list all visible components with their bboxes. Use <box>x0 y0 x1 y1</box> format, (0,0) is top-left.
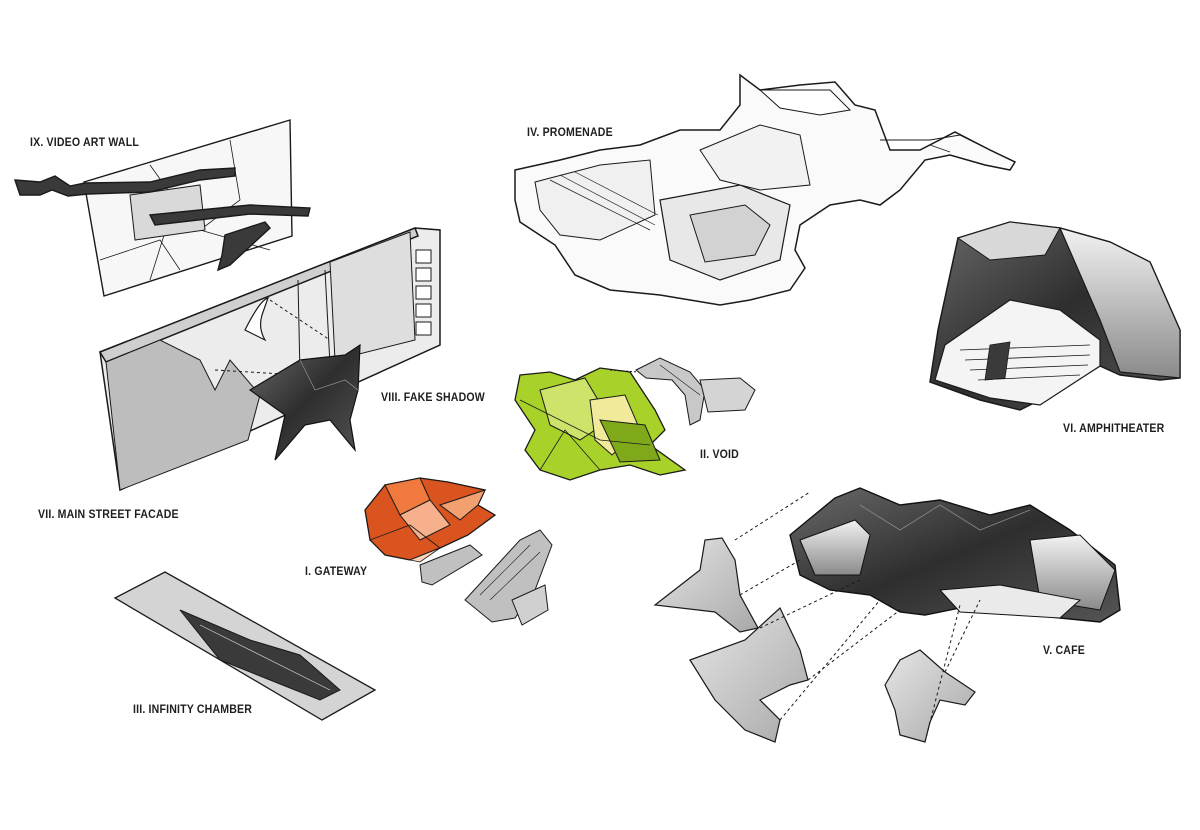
label-promenade: IV. PROMENADE <box>527 125 613 139</box>
label-gateway: I. GATEWAY <box>305 564 368 578</box>
label-amphitheater: VI. AMPHITHEATER <box>1063 421 1165 435</box>
void-drawing <box>514 367 687 481</box>
fake-shadow-drawing <box>248 343 361 461</box>
video-art-wall-drawing <box>14 119 311 297</box>
label-video-art-wall: IX. VIDEO ART WALL <box>30 135 139 149</box>
label-main-street-facade: VII. MAIN STREET FACADE <box>38 507 179 521</box>
label-void: II. VOID <box>700 447 739 461</box>
infinity-chamber-drawing <box>113 571 377 721</box>
gateway-stairs-drawing <box>419 529 553 626</box>
label-infinity-chamber: III. INFINITY CHAMBER <box>133 702 253 716</box>
label-cafe: V. CAFE <box>1043 643 1085 657</box>
main-street-facade-drawing <box>98 227 441 492</box>
label-fake-shadow: VIII. FAKE SHADOW <box>381 390 485 404</box>
amphitheater-drawing <box>929 221 1181 411</box>
cafe-drawing <box>789 487 1121 623</box>
promenade-drawing <box>514 73 1017 306</box>
void-staircase-drawing <box>609 357 756 426</box>
gateway-drawing <box>364 477 497 563</box>
cafe-satellites-drawing <box>653 491 981 743</box>
